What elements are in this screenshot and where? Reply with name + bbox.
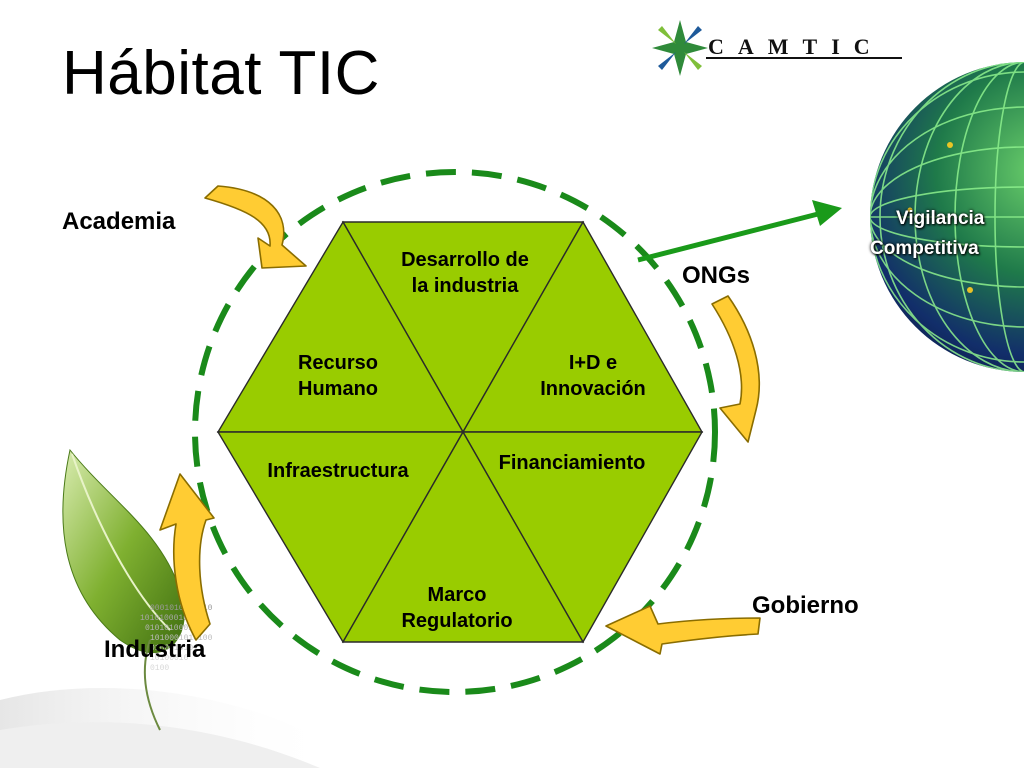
globe-icon xyxy=(870,62,1024,372)
dashed-circle xyxy=(192,169,718,695)
svg-text:1010100010101: 1010100010101 xyxy=(140,614,203,623)
segment-label-lower-right: Financiamiento xyxy=(498,452,646,474)
svg-text:0101010001010: 0101010001010 xyxy=(145,624,208,633)
industria-arrow-icon xyxy=(159,473,215,641)
page-title: Hábitat TIC xyxy=(62,39,380,108)
svg-text:10100010: 10100010 xyxy=(150,654,189,663)
hex-segment-bottom xyxy=(341,430,585,643)
actor-academia: Academia xyxy=(62,208,176,235)
leaf-icon: 0001010100010 1010100010101 010101000101… xyxy=(0,448,340,768)
actor-industria: Industria xyxy=(104,636,206,663)
actor-ongs: ONGs xyxy=(682,262,751,289)
vigilancia-arrowhead xyxy=(812,200,842,226)
actor-gobierno: Gobierno xyxy=(752,592,859,619)
svg-text:0100010101: 0100010101 xyxy=(150,644,198,653)
segment-label-top: Desarrollo de la industria xyxy=(401,249,529,297)
segment-label-lower-left: Infraestructura xyxy=(267,460,409,482)
vigilancia-label-line1: Vigilancia xyxy=(896,208,985,229)
logo-text: CAMTIC xyxy=(708,34,884,59)
vigilancia-label-line2: Competitiva xyxy=(870,238,979,259)
segment-label-upper-right: I+D e Innovación xyxy=(540,352,646,400)
ongs-arrow-icon xyxy=(711,295,761,443)
gobierno-arrow-icon xyxy=(605,605,761,655)
vigilancia-arrow-line xyxy=(637,211,819,263)
svg-text:0001010100010: 0001010100010 xyxy=(150,604,213,613)
segment-label-upper-left: Recurso Humano xyxy=(297,352,379,400)
camtic-star-icon xyxy=(652,20,902,76)
segment-label-bottom: Marco Regulatorio xyxy=(401,584,513,632)
academia-arrow-icon xyxy=(204,185,307,269)
svg-text:0100: 0100 xyxy=(150,664,169,673)
svg-text:1010001010100: 1010001010100 xyxy=(150,634,213,643)
